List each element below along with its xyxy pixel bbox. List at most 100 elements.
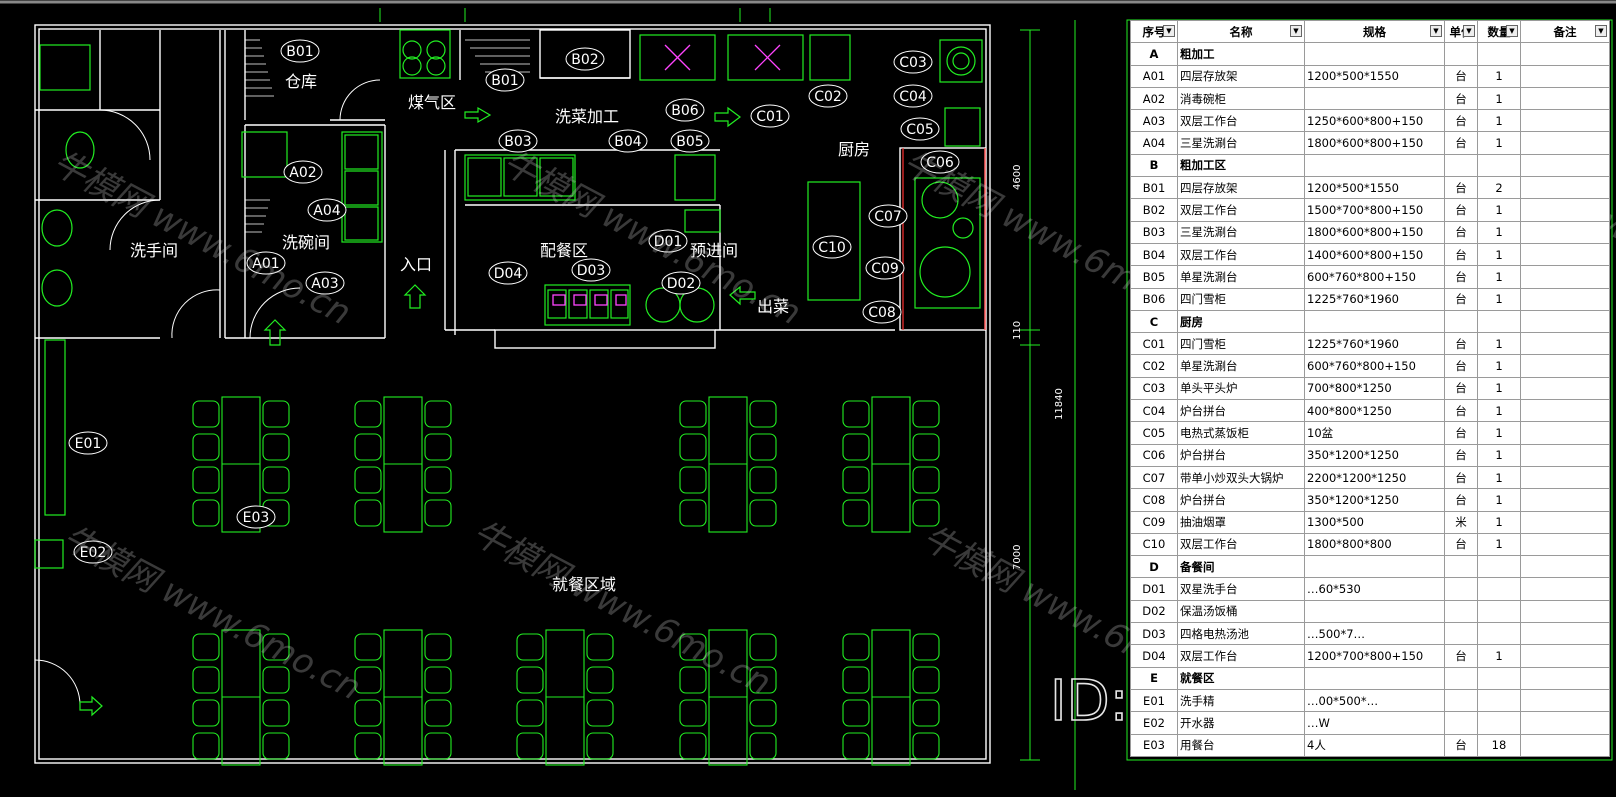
cell-unit[interactable]: [1444, 309, 1478, 334]
cell-unit[interactable]: 台: [1444, 220, 1478, 244]
cell-qty[interactable]: 1: [1477, 354, 1521, 378]
cell-qty[interactable]: [1477, 555, 1521, 579]
filter-dropdown-icon[interactable]: ▼: [1595, 25, 1607, 37]
cell-spec[interactable]: [1304, 599, 1445, 624]
cell-note[interactable]: [1520, 309, 1610, 334]
cell-unit[interactable]: 台: [1444, 532, 1478, 557]
cell-qty[interactable]: 1: [1477, 64, 1521, 88]
cell-unit[interactable]: 台: [1444, 644, 1478, 668]
cell-qty[interactable]: 1: [1477, 399, 1521, 423]
cell-note[interactable]: [1520, 242, 1610, 267]
cell-unit[interactable]: 台: [1444, 109, 1478, 133]
cell-spec[interactable]: …W: [1304, 711, 1445, 735]
filter-dropdown-icon[interactable]: ▼: [1290, 25, 1302, 37]
cell-spec[interactable]: 700*800*1250: [1304, 376, 1445, 401]
cell-note[interactable]: [1520, 644, 1610, 668]
cell-no[interactable]: B02: [1130, 198, 1178, 222]
cell-note[interactable]: [1520, 465, 1610, 490]
cell-spec[interactable]: [1304, 309, 1445, 334]
cell-no[interactable]: D03: [1130, 622, 1178, 646]
cell-name[interactable]: 洗手精: [1177, 688, 1305, 713]
cell-no[interactable]: C06: [1130, 443, 1178, 467]
cell-name[interactable]: 三星洗涮台: [1177, 220, 1305, 244]
cell-note[interactable]: [1520, 287, 1610, 311]
cell-name[interactable]: 四层存放架: [1177, 176, 1305, 200]
cell-note[interactable]: [1520, 220, 1610, 244]
cell-qty[interactable]: 1: [1477, 488, 1521, 512]
cell-note[interactable]: [1520, 332, 1610, 356]
cell-note[interactable]: [1520, 622, 1610, 646]
cell-spec[interactable]: 1200*500*1550: [1304, 176, 1445, 200]
cell-name[interactable]: 保温汤饭桶: [1177, 599, 1305, 624]
cell-name[interactable]: 用餐台: [1177, 733, 1305, 757]
cell-name[interactable]: 炉台拼台: [1177, 488, 1305, 512]
cell-qty[interactable]: 1: [1477, 376, 1521, 401]
cell-spec[interactable]: 4人: [1304, 733, 1445, 757]
cell-spec[interactable]: …500*7…: [1304, 622, 1445, 646]
cell-unit[interactable]: 台: [1444, 399, 1478, 423]
cell-no[interactable]: C02: [1130, 354, 1178, 378]
cell-name[interactable]: 四门雪柜: [1177, 332, 1305, 356]
cell-qty[interactable]: [1477, 577, 1521, 601]
cell-name[interactable]: 双层工作台: [1177, 198, 1305, 222]
cell-unit[interactable]: [1444, 577, 1478, 601]
filter-dropdown-icon[interactable]: ▼: [1163, 25, 1175, 37]
cell-spec[interactable]: 1800*800*800: [1304, 532, 1445, 557]
cell-qty[interactable]: [1477, 599, 1521, 624]
cell-name[interactable]: 粗加工: [1177, 42, 1305, 66]
cell-no[interactable]: D02: [1130, 599, 1178, 624]
cell-unit[interactable]: 台: [1444, 242, 1478, 267]
cell-note[interactable]: [1520, 443, 1610, 467]
cell-unit[interactable]: 台: [1444, 287, 1478, 311]
cell-note[interactable]: [1520, 510, 1610, 534]
cell-note[interactable]: [1520, 265, 1610, 289]
cell-unit[interactable]: 台: [1444, 354, 1478, 378]
cell-spec[interactable]: 600*760*800+150: [1304, 265, 1445, 289]
cell-spec[interactable]: 1200*700*800+150: [1304, 644, 1445, 668]
cell-spec[interactable]: 400*800*1250: [1304, 399, 1445, 423]
cell-note[interactable]: [1520, 198, 1610, 222]
cell-qty[interactable]: 1: [1477, 510, 1521, 534]
cell-qty[interactable]: 1: [1477, 465, 1521, 490]
cell-note[interactable]: [1520, 532, 1610, 557]
cell-spec[interactable]: 1400*600*800+150: [1304, 242, 1445, 267]
cell-name[interactable]: 双星洗手台: [1177, 577, 1305, 601]
cell-spec[interactable]: [1304, 153, 1445, 178]
cell-note[interactable]: [1520, 176, 1610, 200]
cell-spec[interactable]: 1500*700*800+150: [1304, 198, 1445, 222]
cell-spec[interactable]: 1200*500*1550: [1304, 64, 1445, 88]
cell-unit[interactable]: 台: [1444, 443, 1478, 467]
cell-unit[interactable]: 台: [1444, 198, 1478, 222]
cell-qty[interactable]: 1: [1477, 532, 1521, 557]
cell-unit[interactable]: [1444, 153, 1478, 178]
cell-name[interactable]: 抽油烟罩: [1177, 510, 1305, 534]
cell-name[interactable]: 消毒碗柜: [1177, 86, 1305, 111]
cell-note[interactable]: [1520, 688, 1610, 713]
cell-unit[interactable]: [1444, 622, 1478, 646]
cell-qty[interactable]: 1: [1477, 421, 1521, 445]
cell-name[interactable]: 就餐区: [1177, 666, 1305, 690]
cell-note[interactable]: [1520, 376, 1610, 401]
cell-unit[interactable]: [1444, 42, 1478, 66]
cell-unit[interactable]: 台: [1444, 265, 1478, 289]
cell-note[interactable]: [1520, 42, 1610, 66]
cell-unit[interactable]: 台: [1444, 332, 1478, 356]
cell-note[interactable]: [1520, 399, 1610, 423]
cell-qty[interactable]: 1: [1477, 131, 1521, 155]
cell-no[interactable]: B01: [1130, 176, 1178, 200]
cell-unit[interactable]: 米: [1444, 510, 1478, 534]
cell-name[interactable]: 备餐间: [1177, 555, 1305, 579]
cell-spec[interactable]: 350*1200*1250: [1304, 443, 1445, 467]
cell-qty[interactable]: 1: [1477, 242, 1521, 267]
cell-spec[interactable]: [1304, 555, 1445, 579]
cell-no[interactable]: B: [1130, 153, 1178, 178]
cell-unit[interactable]: 台: [1444, 733, 1478, 757]
cell-note[interactable]: [1520, 666, 1610, 690]
cell-name[interactable]: 电热式蒸饭柜: [1177, 421, 1305, 445]
cell-name[interactable]: 粗加工区: [1177, 153, 1305, 178]
cell-qty[interactable]: [1477, 666, 1521, 690]
cell-spec[interactable]: [1304, 666, 1445, 690]
header-no[interactable]: 序号▼: [1130, 19, 1178, 44]
cell-no[interactable]: A01: [1130, 64, 1178, 88]
cell-unit[interactable]: 台: [1444, 488, 1478, 512]
